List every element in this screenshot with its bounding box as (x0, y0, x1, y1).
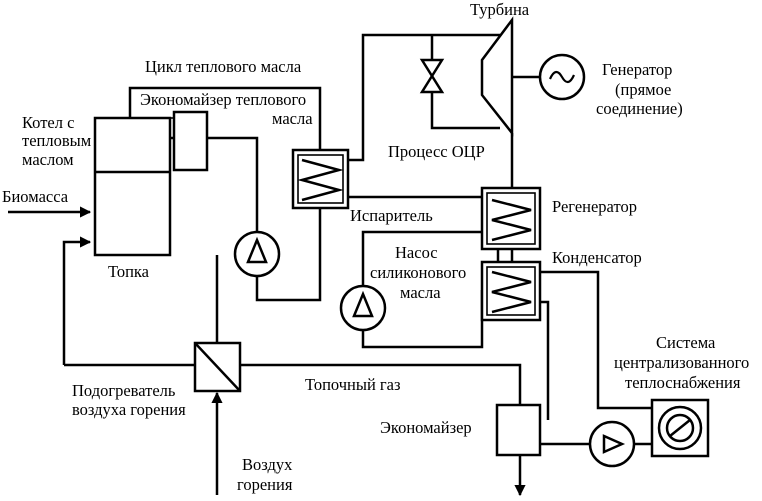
evaporator (291, 148, 350, 210)
flue-gas-economizer (495, 403, 542, 457)
label-boiler-1: Котел с (22, 113, 74, 132)
label-condenser: Конденсатор (552, 248, 642, 267)
label-air-2: горения (237, 475, 293, 494)
thermal-oil-economizer (172, 110, 209, 172)
label-district-3: теплоснабжения (625, 373, 741, 392)
regenerator (480, 186, 542, 251)
district-heating-pump (588, 420, 636, 468)
label-boiler-3: маслом (22, 150, 74, 169)
label-district-1: Система (656, 333, 716, 352)
label-boiler-2: тепловым (22, 131, 92, 150)
labels: Турбина Цикл теплового масла Экономайзер… (2, 0, 749, 494)
label-economizer: Экономайзер (380, 418, 472, 437)
district-heating-unit (650, 398, 710, 458)
air-preheater (193, 341, 242, 393)
label-air-preheater-2: воздуха горения (72, 400, 186, 419)
label-economizer-oil-1: Экономайзер теплового (140, 90, 306, 109)
label-silicone-pump-3: масла (400, 283, 441, 302)
label-district-2: централизованного (614, 353, 749, 372)
label-orc-process: Процесс ОЦР (388, 142, 485, 161)
label-flue-gas: Топочный газ (305, 375, 401, 394)
label-generator-2: (прямое (615, 80, 671, 99)
label-silicone-pump-2: силиконового (370, 263, 466, 282)
label-turbine: Турбина (470, 0, 530, 19)
label-economizer-oil-2: масла (272, 109, 313, 128)
label-furnace: Топка (108, 262, 150, 281)
boiler-furnace (93, 116, 172, 257)
generator (538, 53, 586, 101)
label-regenerator: Регенератор (552, 197, 637, 216)
district-heating-piping (540, 270, 652, 446)
condenser (480, 260, 542, 322)
bypass-valve (419, 58, 445, 94)
label-biomass: Биомасса (2, 187, 69, 206)
silicone-oil-pump (339, 284, 387, 332)
label-air-1: Воздух (242, 455, 293, 474)
label-generator-1: Генератор (602, 60, 672, 79)
label-oil-cycle: Цикл теплового масла (145, 57, 302, 76)
thermal-oil-pump (233, 230, 281, 278)
turbine (480, 16, 540, 137)
label-evaporator: Испаритель (350, 206, 433, 225)
label-air-preheater-1: Подогреватель (72, 381, 176, 400)
label-generator-3: соединение) (596, 99, 683, 118)
label-silicone-pump-1: Насос (395, 243, 438, 262)
flue-gas-air-piping (8, 206, 526, 497)
